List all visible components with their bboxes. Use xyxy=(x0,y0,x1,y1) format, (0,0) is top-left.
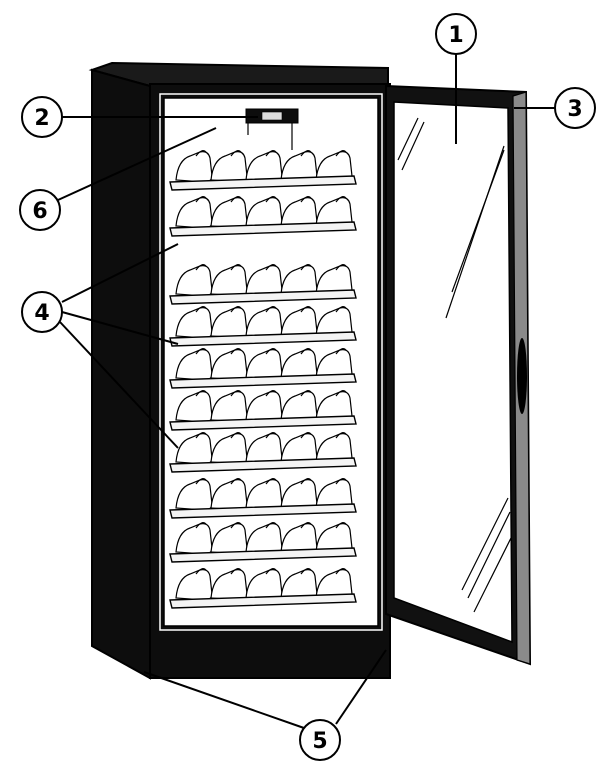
bottle-neck xyxy=(230,196,242,203)
callout-5-label: 5 xyxy=(312,729,327,754)
bottle-neck xyxy=(195,264,207,271)
bottle-neck xyxy=(335,196,347,203)
bottle-neck xyxy=(335,568,347,575)
shelf xyxy=(169,390,357,431)
shelf-front xyxy=(169,415,357,431)
bottle-neck xyxy=(230,522,242,529)
bottle-neck xyxy=(265,478,277,485)
bottle-neck xyxy=(195,306,207,313)
bottle-neck xyxy=(265,348,277,355)
shelf xyxy=(169,522,357,563)
shelf-front xyxy=(169,175,357,191)
bottle-neck xyxy=(195,196,207,203)
bottle-neck xyxy=(195,348,207,355)
callout-4-label: 4 xyxy=(34,301,49,326)
bottle-neck xyxy=(195,478,207,485)
bottle-neck xyxy=(265,150,277,157)
bottle-neck xyxy=(230,390,242,397)
bottle-neck xyxy=(195,150,207,157)
callout-6-label: 6 xyxy=(32,199,47,224)
shelf xyxy=(169,568,357,609)
bottle-neck xyxy=(300,522,312,529)
leader-4b xyxy=(61,311,179,345)
shelf xyxy=(169,478,357,519)
shelf-front xyxy=(169,331,357,347)
callout-5: 5 xyxy=(299,719,341,761)
bottle-neck xyxy=(230,568,242,575)
bottle-neck xyxy=(300,348,312,355)
bottle-neck xyxy=(300,390,312,397)
bottle-neck xyxy=(300,196,312,203)
control-display xyxy=(261,111,283,121)
bottle-neck xyxy=(265,568,277,575)
bottle-neck xyxy=(300,478,312,485)
bottle-neck xyxy=(230,306,242,313)
bottle-neck xyxy=(335,306,347,313)
bottle-neck xyxy=(300,264,312,271)
bottle-neck xyxy=(335,348,347,355)
leader-5b xyxy=(335,649,387,725)
bottle-neck xyxy=(300,568,312,575)
bottle-neck xyxy=(335,150,347,157)
bottle-neck xyxy=(300,306,312,313)
bottle-neck xyxy=(265,306,277,313)
bottle-neck xyxy=(195,432,207,439)
shelf-front xyxy=(169,457,357,473)
shelf xyxy=(169,306,357,347)
glass-reflections xyxy=(397,117,512,613)
bottle-neck xyxy=(230,150,242,157)
bottle-neck xyxy=(230,432,242,439)
shelf-front xyxy=(169,593,357,609)
bottle-neck xyxy=(335,522,347,529)
bottle-neck xyxy=(265,432,277,439)
shelf-front xyxy=(169,547,357,563)
callout-2-label: 2 xyxy=(34,106,49,131)
bottle-neck xyxy=(335,264,347,271)
bottle-neck xyxy=(335,478,347,485)
interior-liner xyxy=(159,93,383,631)
bottle-neck xyxy=(265,264,277,271)
callout-1-label: 1 xyxy=(448,23,463,48)
bottle-neck xyxy=(195,568,207,575)
shelf xyxy=(169,150,357,191)
leader-5a xyxy=(143,671,305,729)
leader-6 xyxy=(57,127,217,201)
leader-4c xyxy=(59,321,179,449)
callout-4: 4 xyxy=(21,291,63,333)
wine-shelves xyxy=(169,150,357,609)
door-glass-pane xyxy=(393,101,513,644)
bottle-neck xyxy=(300,432,312,439)
leader-4a xyxy=(61,243,179,303)
shelf-front xyxy=(169,289,357,305)
shelf xyxy=(169,196,357,237)
callout-3: 3 xyxy=(554,87,596,129)
callout-2: 2 xyxy=(21,96,63,138)
bottle-neck xyxy=(195,522,207,529)
callout-3-label: 3 xyxy=(567,97,582,122)
bottle-neck xyxy=(195,390,207,397)
leader-lines xyxy=(57,54,556,729)
bottle-neck xyxy=(230,348,242,355)
door-handle xyxy=(517,338,527,414)
callout-1: 1 xyxy=(435,13,477,55)
bottle-neck xyxy=(300,150,312,157)
callout-6: 6 xyxy=(19,189,61,231)
shelf xyxy=(169,348,357,389)
bottle-neck xyxy=(265,196,277,203)
bottle-neck xyxy=(335,390,347,397)
shelf xyxy=(169,264,357,305)
bottle-neck xyxy=(230,478,242,485)
bottle-neck xyxy=(335,432,347,439)
bottle-neck xyxy=(265,522,277,529)
shelf-front xyxy=(169,503,357,519)
bottle-neck xyxy=(265,390,277,397)
shelf-front xyxy=(169,221,357,237)
shelf-front xyxy=(169,373,357,389)
shelf xyxy=(169,432,357,473)
bottle-neck xyxy=(230,264,242,271)
